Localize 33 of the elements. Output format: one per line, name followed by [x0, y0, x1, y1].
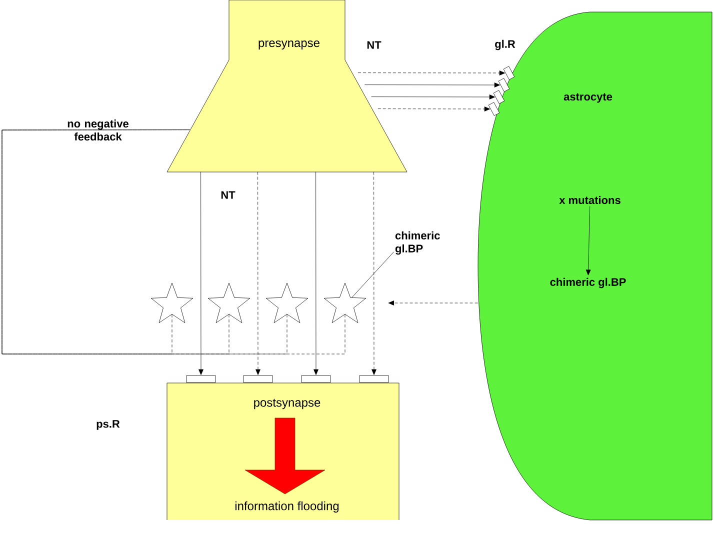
feedback-line — [2, 130, 346, 354]
receptor-box — [186, 375, 216, 383]
arrow — [372, 172, 376, 375]
callout-text: chimeric gl.BP — [395, 231, 440, 255]
arrow — [198, 172, 204, 375]
receptor-box — [301, 375, 331, 383]
arrow — [256, 172, 260, 375]
arrow — [314, 172, 318, 375]
arrow — [586, 206, 591, 276]
receptor-box — [498, 78, 510, 92]
postsynapse-box: postsynapse information flooding — [166, 382, 400, 520]
star-shape — [150, 282, 194, 323]
arrow — [388, 300, 478, 306]
receptor-box — [243, 375, 273, 383]
arrow — [371, 94, 496, 100]
label-text: gl.R — [495, 40, 516, 50]
label-text: ps.R — [96, 420, 120, 430]
receptor-box — [503, 66, 515, 80]
label-text: NT — [367, 41, 382, 49]
receptor-box — [488, 102, 500, 116]
receptor-box — [493, 90, 505, 104]
label-text: NT — [221, 191, 236, 199]
arrow — [378, 106, 490, 112]
star-shape — [208, 282, 250, 323]
arrow — [358, 70, 506, 76]
label-text: no negative feedback — [68, 119, 128, 141]
star-shape — [324, 282, 366, 323]
leader-line — [352, 252, 394, 298]
arrow — [364, 82, 500, 88]
cell-text: chimeric gl.BP — [550, 278, 626, 288]
receptor-box — [359, 375, 389, 383]
star-shape — [266, 282, 308, 323]
cell-text: x mutations — [559, 196, 620, 204]
